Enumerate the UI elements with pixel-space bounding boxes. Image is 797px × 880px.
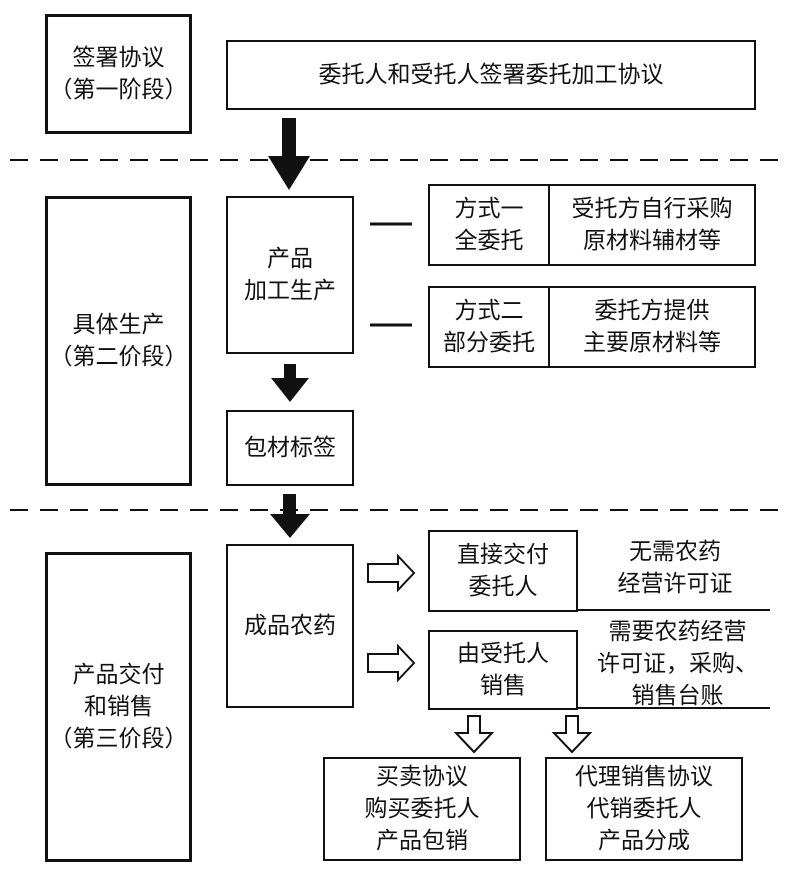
- mode-2-name: 方式二 部分委托: [428, 286, 550, 368]
- mode-2-desc: 委托方提供 主要原材料等: [548, 286, 756, 368]
- hollow-arrow-to-trustee-sale: [367, 643, 416, 683]
- hollow-arrow-to-buy-sell: [453, 715, 495, 754]
- stage-1-label: 签署协议 （第一阶段）: [45, 14, 192, 134]
- production-box: 产品 加工生产: [226, 196, 354, 354]
- down-arrow-production-to-packaging: [271, 364, 309, 402]
- mode-1-desc: 受托方自行采购 原材料辅材等: [548, 184, 756, 266]
- stage-2-label: 具体生产 （第二价段）: [45, 196, 192, 486]
- agency-agreement-box: 代理销售协议 代销委托人 产品分成: [545, 757, 743, 861]
- buy-sell-agreement-box: 买卖协议 购买委托人 产品包销: [323, 757, 521, 861]
- stage-3-label: 产品交付 和销售 （第三价段）: [45, 552, 192, 862]
- hollow-arrow-to-agency: [551, 715, 593, 754]
- down-arrow-stage1-to-stage2: [268, 118, 310, 190]
- finished-product-box: 成品农药: [226, 544, 354, 708]
- hollow-arrow-to-direct-delivery: [367, 553, 416, 593]
- trustee-sale-note: 需要农药经营 许可证，采购、 销售台账: [597, 619, 758, 709]
- down-arrow-stage2-to-stage3: [270, 494, 310, 538]
- packaging-box: 包材标签: [226, 410, 354, 486]
- direct-delivery-box: 直接交付 委托人: [428, 530, 578, 612]
- direct-delivery-note: 无需农药 经营许可证: [617, 539, 733, 597]
- trustee-sale-box: 由受托人 销售: [428, 630, 578, 710]
- mode-1-name: 方式一 全委托: [428, 184, 550, 266]
- agreement-box: 委托人和受托人签署委托加工协议: [226, 40, 756, 110]
